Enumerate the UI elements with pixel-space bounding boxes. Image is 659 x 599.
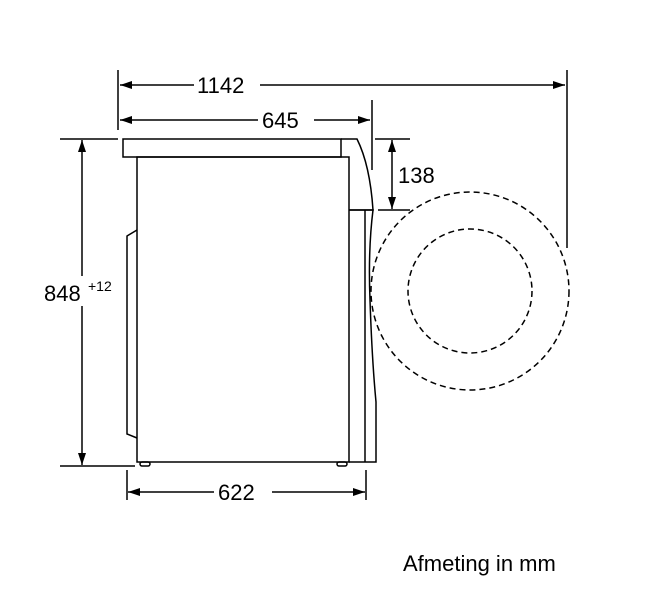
dim-label-848: 848 [44, 281, 81, 306]
foot-left [139, 461, 151, 467]
foot-right [336, 461, 348, 467]
door-swing-outer [370, 191, 570, 391]
dim-label-1142: 1142 [197, 73, 244, 98]
dim-label-138: 138 [398, 163, 435, 188]
control-panel [341, 138, 374, 211]
units-note: Afmeting in mm [403, 551, 556, 576]
door-swing-inner [407, 228, 533, 354]
cabinet [136, 156, 350, 463]
worktop [122, 138, 342, 158]
dim-label-622: 622 [218, 480, 255, 505]
dim-label-645: 645 [262, 108, 299, 133]
door-front [349, 209, 377, 463]
rear-bump [126, 229, 138, 439]
dim-label-848-tolerance: +12 [88, 278, 112, 294]
